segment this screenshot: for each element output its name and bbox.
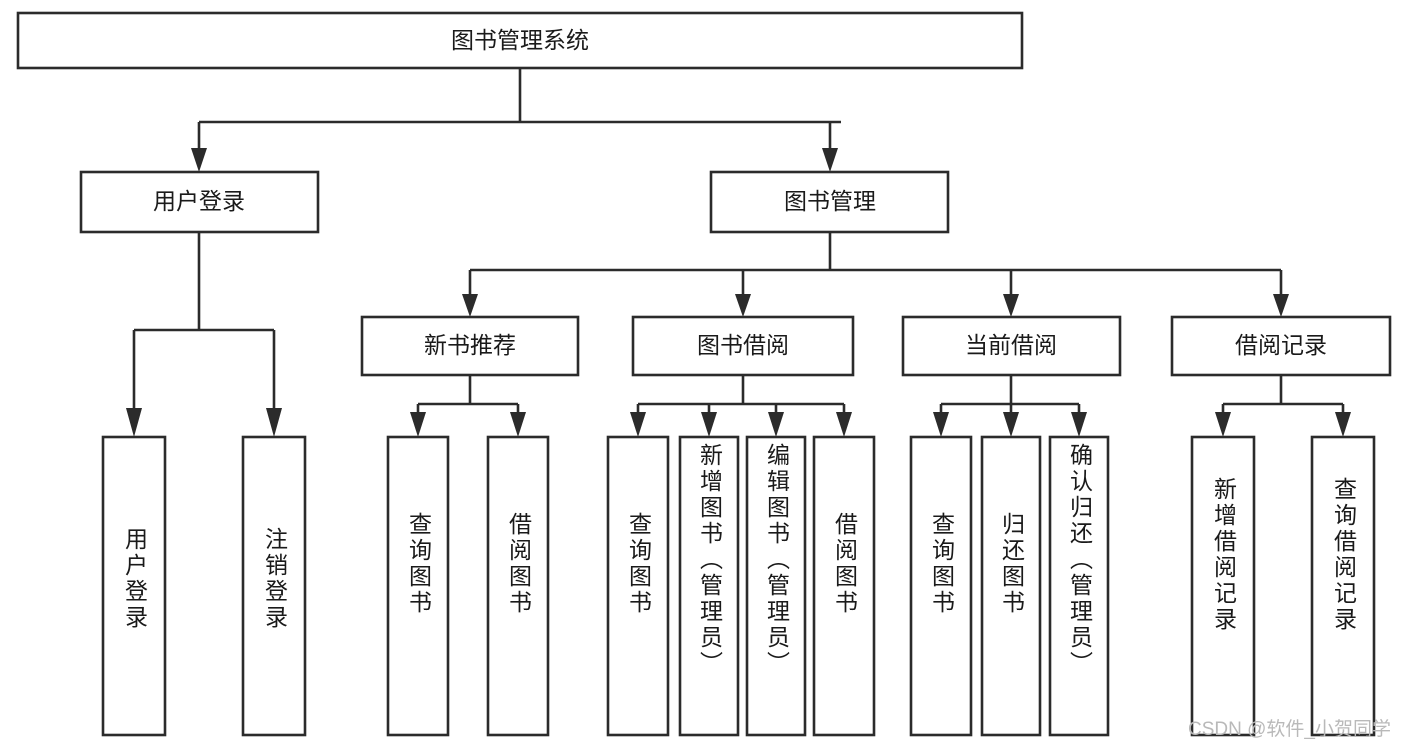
node-leaf-rec-add: [1190, 435, 1256, 737]
connector-userlogin-to-leaves: [126, 232, 282, 437]
leaf-boxes: [101, 435, 1376, 737]
node-leaf-borrow-add: [678, 435, 740, 737]
node-book-admin[interactable]: 图书管理: [709, 170, 950, 234]
node-leaf-user-logout: [241, 435, 307, 737]
node-leaf-cur-return: [980, 435, 1042, 737]
node-book-borrow[interactable]: 图书借阅: [631, 315, 855, 377]
connector-bookadmin-to-level3: [462, 232, 1289, 317]
node-leaf-borrow-lend: [812, 435, 876, 737]
node-leaf-cur-confirm: [1048, 435, 1110, 737]
node-user-login[interactable]: 用户登录: [79, 170, 320, 234]
connector-newbookrec-to-leaves: [410, 375, 526, 437]
node-user-login-label: 用户登录: [153, 188, 245, 214]
node-root[interactable]: 图书管理系统: [16, 11, 1024, 70]
connector-borrowrecord-to-leaves: [1215, 375, 1351, 437]
node-borrow-record-label: 借阅记录: [1235, 332, 1327, 358]
node-new-book-rec-label: 新书推荐: [424, 332, 516, 358]
node-leaf-borrow-edit: [745, 435, 807, 737]
node-book-borrow-label: 图书借阅: [697, 332, 789, 358]
node-leaf-rec-query: [386, 435, 450, 737]
node-leaf-rec-borrow: [486, 435, 550, 737]
connector-currentborrow-to-leaves: [933, 375, 1087, 437]
node-leaf-user-login: [101, 435, 167, 737]
node-borrow-record[interactable]: 借阅记录: [1170, 315, 1392, 377]
node-leaf-cur-query: [909, 435, 973, 737]
connector-root-to-level2: [191, 68, 841, 172]
node-new-book-rec[interactable]: 新书推荐: [360, 315, 580, 377]
node-root-label: 图书管理系统: [451, 27, 589, 53]
node-current-borrow-label: 当前借阅: [965, 332, 1057, 358]
node-current-borrow[interactable]: 当前借阅: [901, 315, 1122, 377]
node-book-admin-label: 图书管理: [784, 188, 876, 214]
connector-bookborrow-to-leaves: [630, 375, 852, 437]
node-leaf-borrow-query: [606, 435, 670, 737]
node-leaf-rec-search: [1310, 435, 1376, 737]
